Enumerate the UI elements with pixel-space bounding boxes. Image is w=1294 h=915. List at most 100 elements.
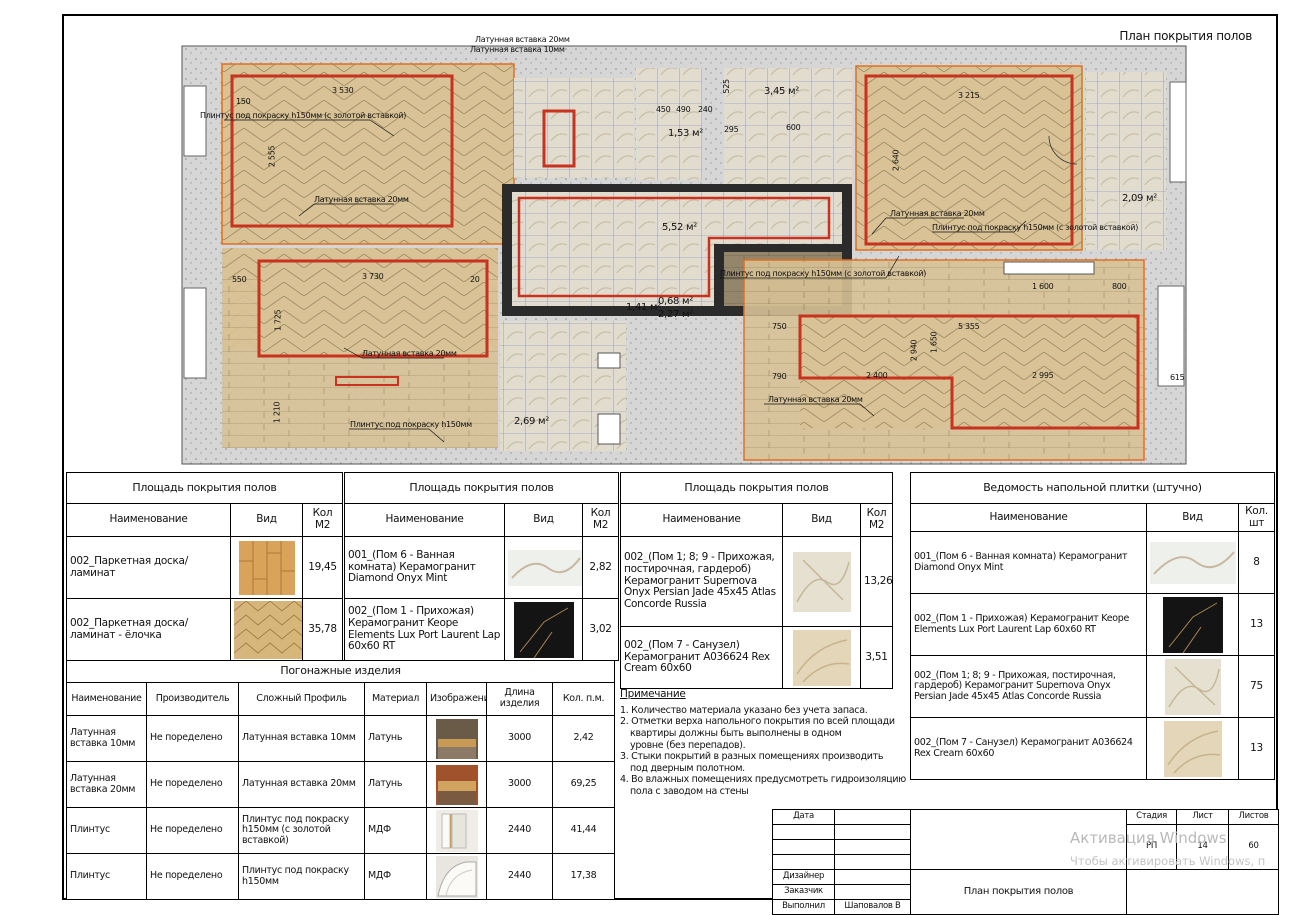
col-header: Производитель xyxy=(146,682,239,716)
dimension-label: 2 995 xyxy=(1032,371,1054,380)
col-header-qty: Кол М2 xyxy=(301,503,344,537)
brass-20mm-swatch xyxy=(435,764,478,805)
plan-annotation: Плинтус под покраску h150мм (с золотой в… xyxy=(720,269,927,278)
col-header-name: Наименование xyxy=(620,503,783,537)
col-header-view: Вид xyxy=(230,503,303,537)
table-caption: Погонажные изделия xyxy=(65,660,616,683)
molding-profile: Плинтус под покраску h150мм (с золотой в… xyxy=(238,807,365,854)
row-qty: 3,02 xyxy=(581,598,620,661)
swatch-cell xyxy=(1146,717,1239,780)
area-label: 2,69 м² xyxy=(514,416,549,427)
empty-cell xyxy=(834,839,911,855)
notes: Примечание 1. Количество материала указа… xyxy=(620,688,920,797)
empty-cell xyxy=(772,854,835,870)
plan-annotation: Латунная вставка 20мм xyxy=(890,209,985,218)
dimension-label: 295 xyxy=(724,125,739,134)
empty-cell xyxy=(910,809,1127,870)
dimension-label: 550 xyxy=(232,275,247,284)
note-line: пола с заводом на стены xyxy=(630,785,749,797)
dimension-label: 3 730 xyxy=(362,272,384,281)
col-header-qty: Кол. шт xyxy=(1238,503,1275,532)
empty-cell xyxy=(1126,869,1279,915)
plan-annotation: Плинтус под покраску h150мм xyxy=(350,420,472,429)
table-caption: Ведомость напольной плитки (штучно) xyxy=(910,472,1275,504)
molding-material: Латунь xyxy=(364,715,427,762)
brass-10mm-swatch xyxy=(435,718,478,759)
plan-annotation: Латунная вставка 20мм xyxy=(314,195,409,204)
performer-label: Выполнил xyxy=(772,899,835,915)
col-header-qty: Кол М2 xyxy=(859,503,894,537)
date-label: Дата xyxy=(772,809,835,825)
row-qty: 3,51 xyxy=(859,626,894,689)
swatch-cell xyxy=(1146,593,1239,656)
dimension-label: 790 xyxy=(772,372,787,381)
molding-material: МДФ xyxy=(364,853,427,900)
stage-value: РП xyxy=(1126,824,1177,870)
port-laurent-swatch xyxy=(513,601,574,658)
molding-qty: 41,44 xyxy=(551,807,616,854)
row-qty: 19,45 xyxy=(301,536,344,599)
row-qty: 13 xyxy=(1238,717,1275,780)
molding-name: Плинтус xyxy=(66,807,147,854)
rex-cream-swatch xyxy=(792,629,851,686)
table-caption: Площадь покрытия полов xyxy=(343,472,620,504)
rex-cream-swatch xyxy=(1163,720,1222,777)
stage-label: Стадия xyxy=(1126,809,1177,825)
col-header: Наименование xyxy=(66,682,147,716)
dimension-label: 2 555 xyxy=(267,145,277,168)
row-qty: 8 xyxy=(1238,531,1275,594)
swatch-cell xyxy=(782,536,861,627)
col-header: Материал xyxy=(364,682,427,716)
plan-annotation: Плинтус под покраску h150мм (с золотой в… xyxy=(932,223,1139,232)
title-block: Дата Стадия Лист Листов РП 14 60 Дизайне… xyxy=(772,809,1279,915)
row-name: 002_(Пом 7 - Санузел) Керамогранит А0366… xyxy=(910,717,1147,780)
note-line: под дверным полотном. xyxy=(630,762,745,774)
floor-area-table-tiles-1: Площадь покрытия полов Наименование Вид … xyxy=(343,472,620,661)
plan-annotation: Латунная вставка 10мм xyxy=(470,45,565,54)
swatch-cell xyxy=(1146,655,1239,718)
row-name: 002_Паркетная доска/ламинат - ёлочка xyxy=(66,598,231,661)
swatch-cell xyxy=(782,626,861,689)
sheet-title: План покрытия полов xyxy=(910,869,1127,915)
row-qty: 13,26 xyxy=(859,536,894,627)
row-qty: 75 xyxy=(1238,655,1275,718)
empty-cell xyxy=(834,824,911,840)
note-line: уровне (без перепадов). xyxy=(630,739,746,751)
molding-maker: Не поределено xyxy=(146,807,239,854)
plan-annotation: Латунная вставка 20мм xyxy=(768,395,863,404)
dimension-label: 3 215 xyxy=(958,91,980,100)
table-caption: Площадь покрытия полов xyxy=(65,472,344,504)
dimension-label: 1 725 xyxy=(273,309,283,332)
molding-qty: 69,25 xyxy=(551,761,616,808)
swatch-cell xyxy=(426,715,487,762)
windows-activation-hint: Чтобы активировать Windows, п xyxy=(1070,854,1266,868)
designer-label: Дизайнер xyxy=(772,869,835,885)
plan-annotation: Плинтус под покраску h150мм (с золотой в… xyxy=(200,111,407,120)
area-label: 1,41 м² xyxy=(626,302,661,313)
molding-material: Латунь xyxy=(364,761,427,808)
col-header-qty: Кол М2 xyxy=(581,503,620,537)
area-label: 5,52 м² xyxy=(662,222,697,233)
area-label: 2,09 м² xyxy=(1122,193,1157,204)
col-header-view: Вид xyxy=(782,503,861,537)
note-line: 4. Во влажных помещениях предусмотреть г… xyxy=(620,774,906,786)
swatch-cell xyxy=(230,598,303,661)
sheets-label: Листов xyxy=(1228,809,1279,825)
performer-name: Шаповалов В xyxy=(834,899,911,915)
row-qty: 35,78 xyxy=(301,598,344,661)
sheet-value: 14 xyxy=(1176,824,1229,870)
col-header: Кол. п.м. xyxy=(551,682,616,716)
tile-count-table: Ведомость напольной плитки (штучно) Наим… xyxy=(910,472,1275,780)
plan-title: План покрытия полов xyxy=(1119,29,1252,43)
molding-qty: 17,38 xyxy=(551,853,616,900)
herringbone-swatch xyxy=(234,600,302,659)
molding-length: 2440 xyxy=(486,853,553,900)
dimension-label: 450 xyxy=(656,105,671,114)
swatch-cell xyxy=(1146,531,1239,594)
row-name: 002_(Пом 1 - Прихожая) Керамогранит Keop… xyxy=(344,598,505,661)
molding-material: МДФ xyxy=(364,807,427,854)
molding-name: Латунная вставка 10мм xyxy=(66,715,147,762)
col-header-name: Наименование xyxy=(344,503,505,537)
row-name: 002_(Пом 1; 8; 9 - Прихожая, постирочная… xyxy=(910,655,1147,718)
plan-annotation: Латунная вставка 20мм xyxy=(362,349,457,358)
